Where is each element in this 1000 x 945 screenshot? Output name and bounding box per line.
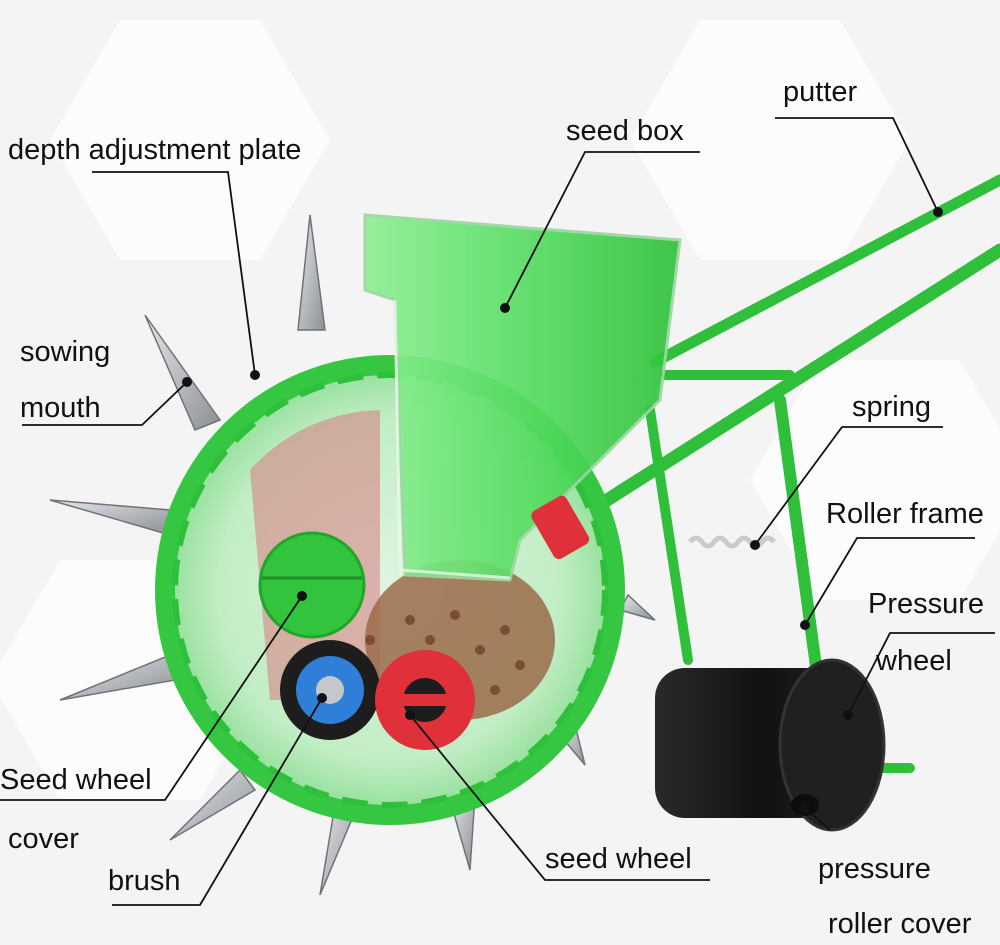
leader-spring [754, 426, 943, 546]
label-depth-adjustment-plate: depth adjustment plate [8, 134, 302, 166]
sowing-blades [49, 214, 656, 896]
leader-lines [0, 117, 995, 906]
label-sowing-line1: sowing [20, 336, 111, 368]
label-pressure-roller-cover-line1: pressure [818, 853, 931, 885]
leader-seed-wheel [409, 714, 710, 881]
label-brush: brush [108, 865, 181, 897]
leader-pressure-wheel [847, 632, 995, 716]
pressure-roller [655, 658, 886, 832]
label-spring: spring [852, 391, 931, 423]
label-sowing-line2: mouth [20, 392, 101, 424]
leader-roller-frame [804, 537, 975, 626]
label-pressure-wheel-line1: Pressure [868, 588, 985, 620]
seed-wheel-part [375, 650, 475, 750]
handle-clamp [531, 495, 590, 560]
label-seed-box: seed box [566, 115, 684, 147]
label-seed-wheel: seed wheel [545, 843, 692, 875]
label-roller-frame: Roller frame [826, 498, 984, 530]
label-pressure-wheel-line2: wheel [876, 645, 952, 677]
seed-box [363, 213, 682, 582]
leader-sowing-mouth [22, 381, 188, 426]
leader-dots [182, 207, 943, 813]
brush-part [280, 640, 380, 740]
label-seed-wheel-cover-line2: cover [8, 823, 79, 855]
leader-pressure-roller-cover [804, 807, 831, 831]
seed-wheel-cover-part [258, 531, 366, 639]
label-pressure-roller-cover-line2: roller cover [828, 908, 972, 940]
label-seed-wheel-cover-line1: Seed wheel [0, 764, 152, 796]
leader-seed-wheel-cover [0, 595, 303, 801]
leader-seed-box [504, 151, 700, 309]
leader-putter [775, 117, 939, 213]
leader-brush [112, 697, 323, 906]
spring [688, 535, 776, 549]
label-putter: putter [783, 76, 858, 108]
leader-depth-plate [92, 171, 256, 376]
